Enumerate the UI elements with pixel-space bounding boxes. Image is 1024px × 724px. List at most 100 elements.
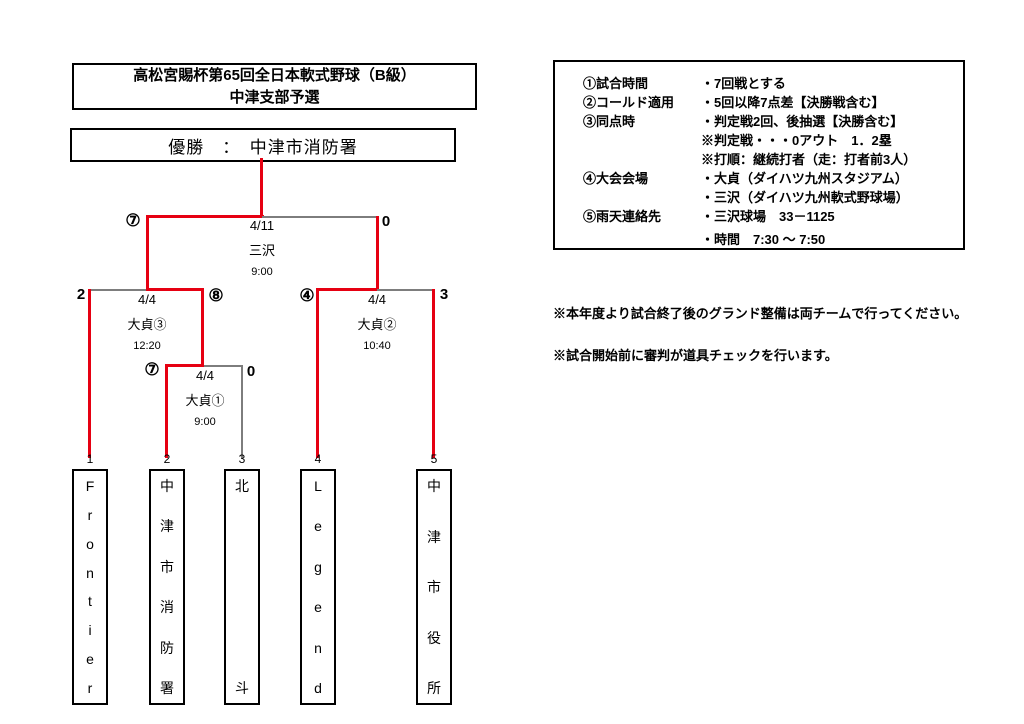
semifinal-left-match-info: 4/4 大貞③ 12:20: [127, 292, 166, 352]
team-name-char: n: [314, 639, 322, 656]
champion-box: 優勝 ： 中津市消防署: [70, 128, 456, 162]
team4-bracket-line: [316, 289, 319, 458]
rule-desc: ・判定戦2回、後抽選【決勝含む】: [701, 114, 904, 129]
team2-bracket-line: [165, 364, 168, 458]
final-bar-winner-segment: [146, 215, 264, 218]
team-name-char: g: [314, 558, 322, 575]
rule-term: [583, 188, 701, 207]
rule-desc: ・三沢（ダイハツ九州軟式野球場）: [701, 190, 909, 205]
final-bar-loser-segment: [262, 216, 379, 218]
team-name-char: 署: [160, 679, 174, 696]
rule-row: ④大会会場 ・大貞（ダイハツ九州スタジアム）: [583, 169, 963, 188]
team-name-char: r: [87, 679, 93, 696]
team-name-char: 津: [427, 528, 441, 545]
team-name-char: d: [314, 679, 322, 696]
semifinal-right-right-score: 3: [439, 286, 449, 303]
team4-seed: 4: [314, 452, 322, 466]
rule-row: ①試合時間 ・7回戦とする: [583, 74, 963, 93]
champion-riser-line: [260, 158, 263, 218]
rule-desc: ・大貞（ダイハツ九州スタジアム）: [701, 171, 908, 186]
team-name-char: 消: [160, 599, 174, 616]
team-name-char: i: [88, 622, 92, 639]
rule-desc: ・三沢球場 33－1125: [701, 209, 835, 224]
team-name-char: 斗: [235, 680, 249, 696]
final-right-score: 0: [381, 213, 391, 230]
round1-time: 9:00: [194, 416, 216, 428]
rule-desc: ・時間 7:30 ～ 7:50: [701, 232, 826, 247]
final-left-riser-line: [146, 215, 149, 291]
champion-text: 優勝 ： 中津市消防署: [168, 137, 358, 157]
team3-seed: 3: [238, 452, 246, 466]
final-left-score: ⑦: [125, 211, 141, 230]
rule-row: ③同点時・判定戦2回、後抽選【決勝含む】: [583, 112, 963, 131]
rule-desc: ※判定戦・・・0アウト 1．2塁: [701, 133, 892, 148]
rule-term: [583, 150, 701, 169]
team-name-char: e: [314, 518, 322, 535]
rule-term: [583, 131, 701, 150]
rule-row: ・三沢（ダイハツ九州軟式野球場）: [583, 188, 963, 207]
round1-venue: 大貞①: [185, 393, 225, 408]
rule-term: ⑤雨天連絡先: [583, 209, 662, 224]
final-time: 9:00: [251, 266, 273, 278]
semifinal-left-left-score: 2: [76, 286, 86, 303]
rule-row: ※判定戦・・・0アウト 1．2塁: [583, 131, 963, 150]
round1-bar-winner-segment: [165, 364, 204, 367]
semifinal-right-match-info: 4/4 大貞② 10:40: [357, 292, 396, 352]
rules-box: ①試合時間 ・7回戦とする ②コールド適用・5回以降7点差【決勝戦含む】 ③同点時…: [553, 60, 965, 250]
semifinal-left-time: 12:20: [133, 340, 161, 352]
semifinal-left-venue: 大貞③: [127, 317, 167, 332]
team-name-char: n: [86, 564, 94, 581]
team-name-char: 中: [160, 478, 174, 494]
round1-match-info: 4/4 大貞① 9:00: [185, 368, 224, 428]
team-name-char: 役: [427, 629, 441, 646]
final-venue: 三沢: [248, 243, 276, 258]
final-match-info: 4/11 三沢 9:00: [249, 218, 275, 278]
rule-desc: ・7回戦とする: [701, 76, 786, 91]
team2-seed: 2: [163, 452, 171, 466]
team-box-nakatsu-fire-dept: 中津市消防署: [149, 469, 185, 705]
rule-row: ②コールド適用・5回以降7点差【決勝戦含む】: [583, 93, 963, 112]
semifinal-right-bar-winner-segment: [316, 288, 379, 291]
round1-left-score: ⑦: [144, 360, 160, 379]
semifinal-left-bar-winner-segment: [146, 288, 204, 291]
round1-bar-loser-segment: [204, 365, 243, 367]
team-name-char: 所: [427, 680, 441, 696]
rule-desc: ※打順：継続打者（走：打者前3人）: [701, 152, 917, 167]
semifinal-right-venue: 大貞②: [357, 317, 397, 332]
team-box-hokuto: 北斗: [224, 469, 260, 705]
rule-term: ①試合時間: [583, 76, 649, 91]
rule-desc: ・5回以降7点差【決勝戦含む】: [701, 95, 885, 110]
team-name-char: 市: [427, 579, 441, 595]
semifinal-left-date: 4/4: [137, 292, 157, 307]
title-box: 高松宮賜杯第65回全日本軟式野球（B級） 中津支部予選: [72, 63, 477, 110]
round1-date: 4/4: [195, 368, 215, 383]
semifinal-right-time: 10:40: [363, 340, 391, 352]
team1-bracket-line: [88, 289, 91, 458]
team-name-char: r: [87, 506, 93, 523]
title-line2: 中津支部予選: [229, 88, 320, 106]
team-name-char: 市: [160, 558, 174, 575]
final-right-riser-line: [376, 216, 379, 291]
team-name-char: 中: [427, 478, 441, 494]
rule-term: [583, 230, 701, 249]
team-name-char: t: [88, 593, 92, 610]
round1-right-score: 0: [246, 363, 256, 380]
team-name-char: 津: [160, 518, 174, 535]
team3-bracket-line: [241, 365, 243, 458]
team1-seed: 1: [86, 452, 94, 466]
team-name-char: 防: [160, 639, 174, 656]
rule-row: ・時間 7:30 ～ 7:50: [583, 230, 963, 249]
note-ground-maintenance: ※本年度より試合終了後のグランド整備は両チームで行ってください。: [553, 306, 968, 321]
semifinal-right-left-score: ④: [299, 286, 315, 305]
rule-row: ⑤雨天連絡先 ・三沢球場 33－1125: [583, 207, 963, 226]
team-name-char: e: [86, 651, 94, 668]
rule-row: ※打順：継続打者（走：打者前3人）: [583, 150, 963, 169]
team5-bracket-line: [432, 289, 435, 458]
rule-term: ④大会会場: [583, 171, 649, 186]
round1-riser-line: [201, 288, 204, 367]
team-name-char: 北: [235, 478, 249, 494]
team-name-char: L: [314, 478, 322, 494]
